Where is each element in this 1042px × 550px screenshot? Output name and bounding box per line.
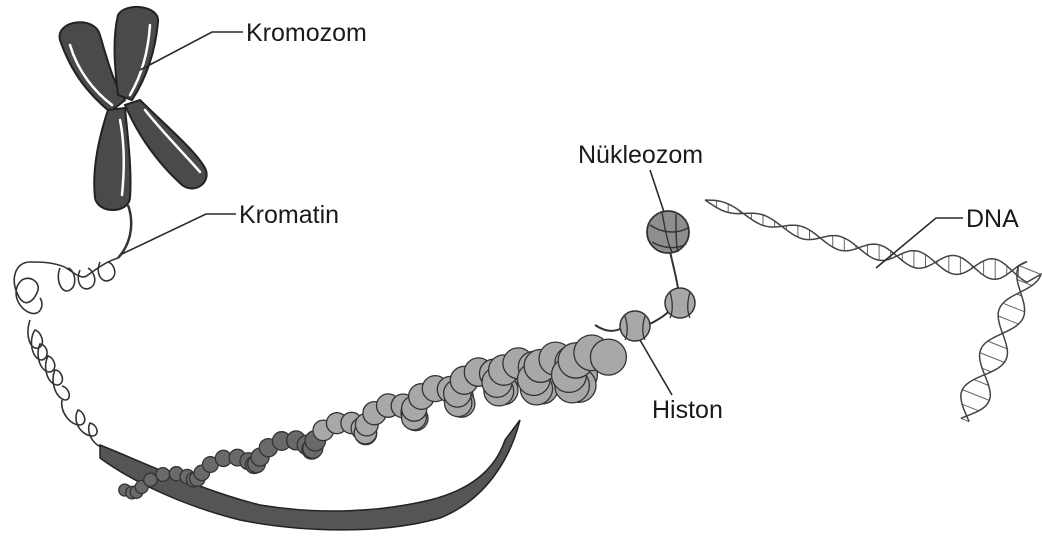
nucleosome-string — [595, 211, 695, 341]
label-kromozom: Kromozom — [246, 19, 367, 47]
label-dna: DNA — [966, 205, 1019, 233]
dna-base-pair — [998, 316, 1018, 324]
histone-bead — [590, 339, 626, 375]
dna-helix — [705, 200, 1041, 422]
chromatin-coil — [14, 258, 118, 448]
dna-base-pair — [1019, 266, 1041, 275]
label-kromatin: Kromatin — [239, 201, 339, 229]
chromosome-arm-top-right — [115, 7, 159, 100]
dna-strand-1 — [705, 200, 1041, 422]
chromosome-arm-bottom-left — [94, 108, 130, 210]
dna-base-pair — [962, 390, 989, 401]
histon-leader — [640, 340, 672, 395]
histone-bead — [156, 468, 170, 482]
solenoid-beads — [119, 335, 627, 499]
chromosome-arm-bottom-right — [125, 100, 207, 189]
histone-bead — [620, 311, 650, 341]
nukleozom-leader — [650, 170, 664, 212]
dna-leader — [876, 218, 963, 268]
dna-base-pair — [988, 341, 1007, 349]
label-nukleozom: Nükleozom — [578, 141, 703, 169]
label-histon: Histon — [652, 396, 723, 424]
kromatin-leader — [122, 214, 236, 254]
dna-base-pair — [1003, 303, 1025, 312]
dna-base-pair — [980, 353, 1005, 363]
histone-bead — [144, 473, 157, 486]
chromosome — [60, 7, 207, 210]
